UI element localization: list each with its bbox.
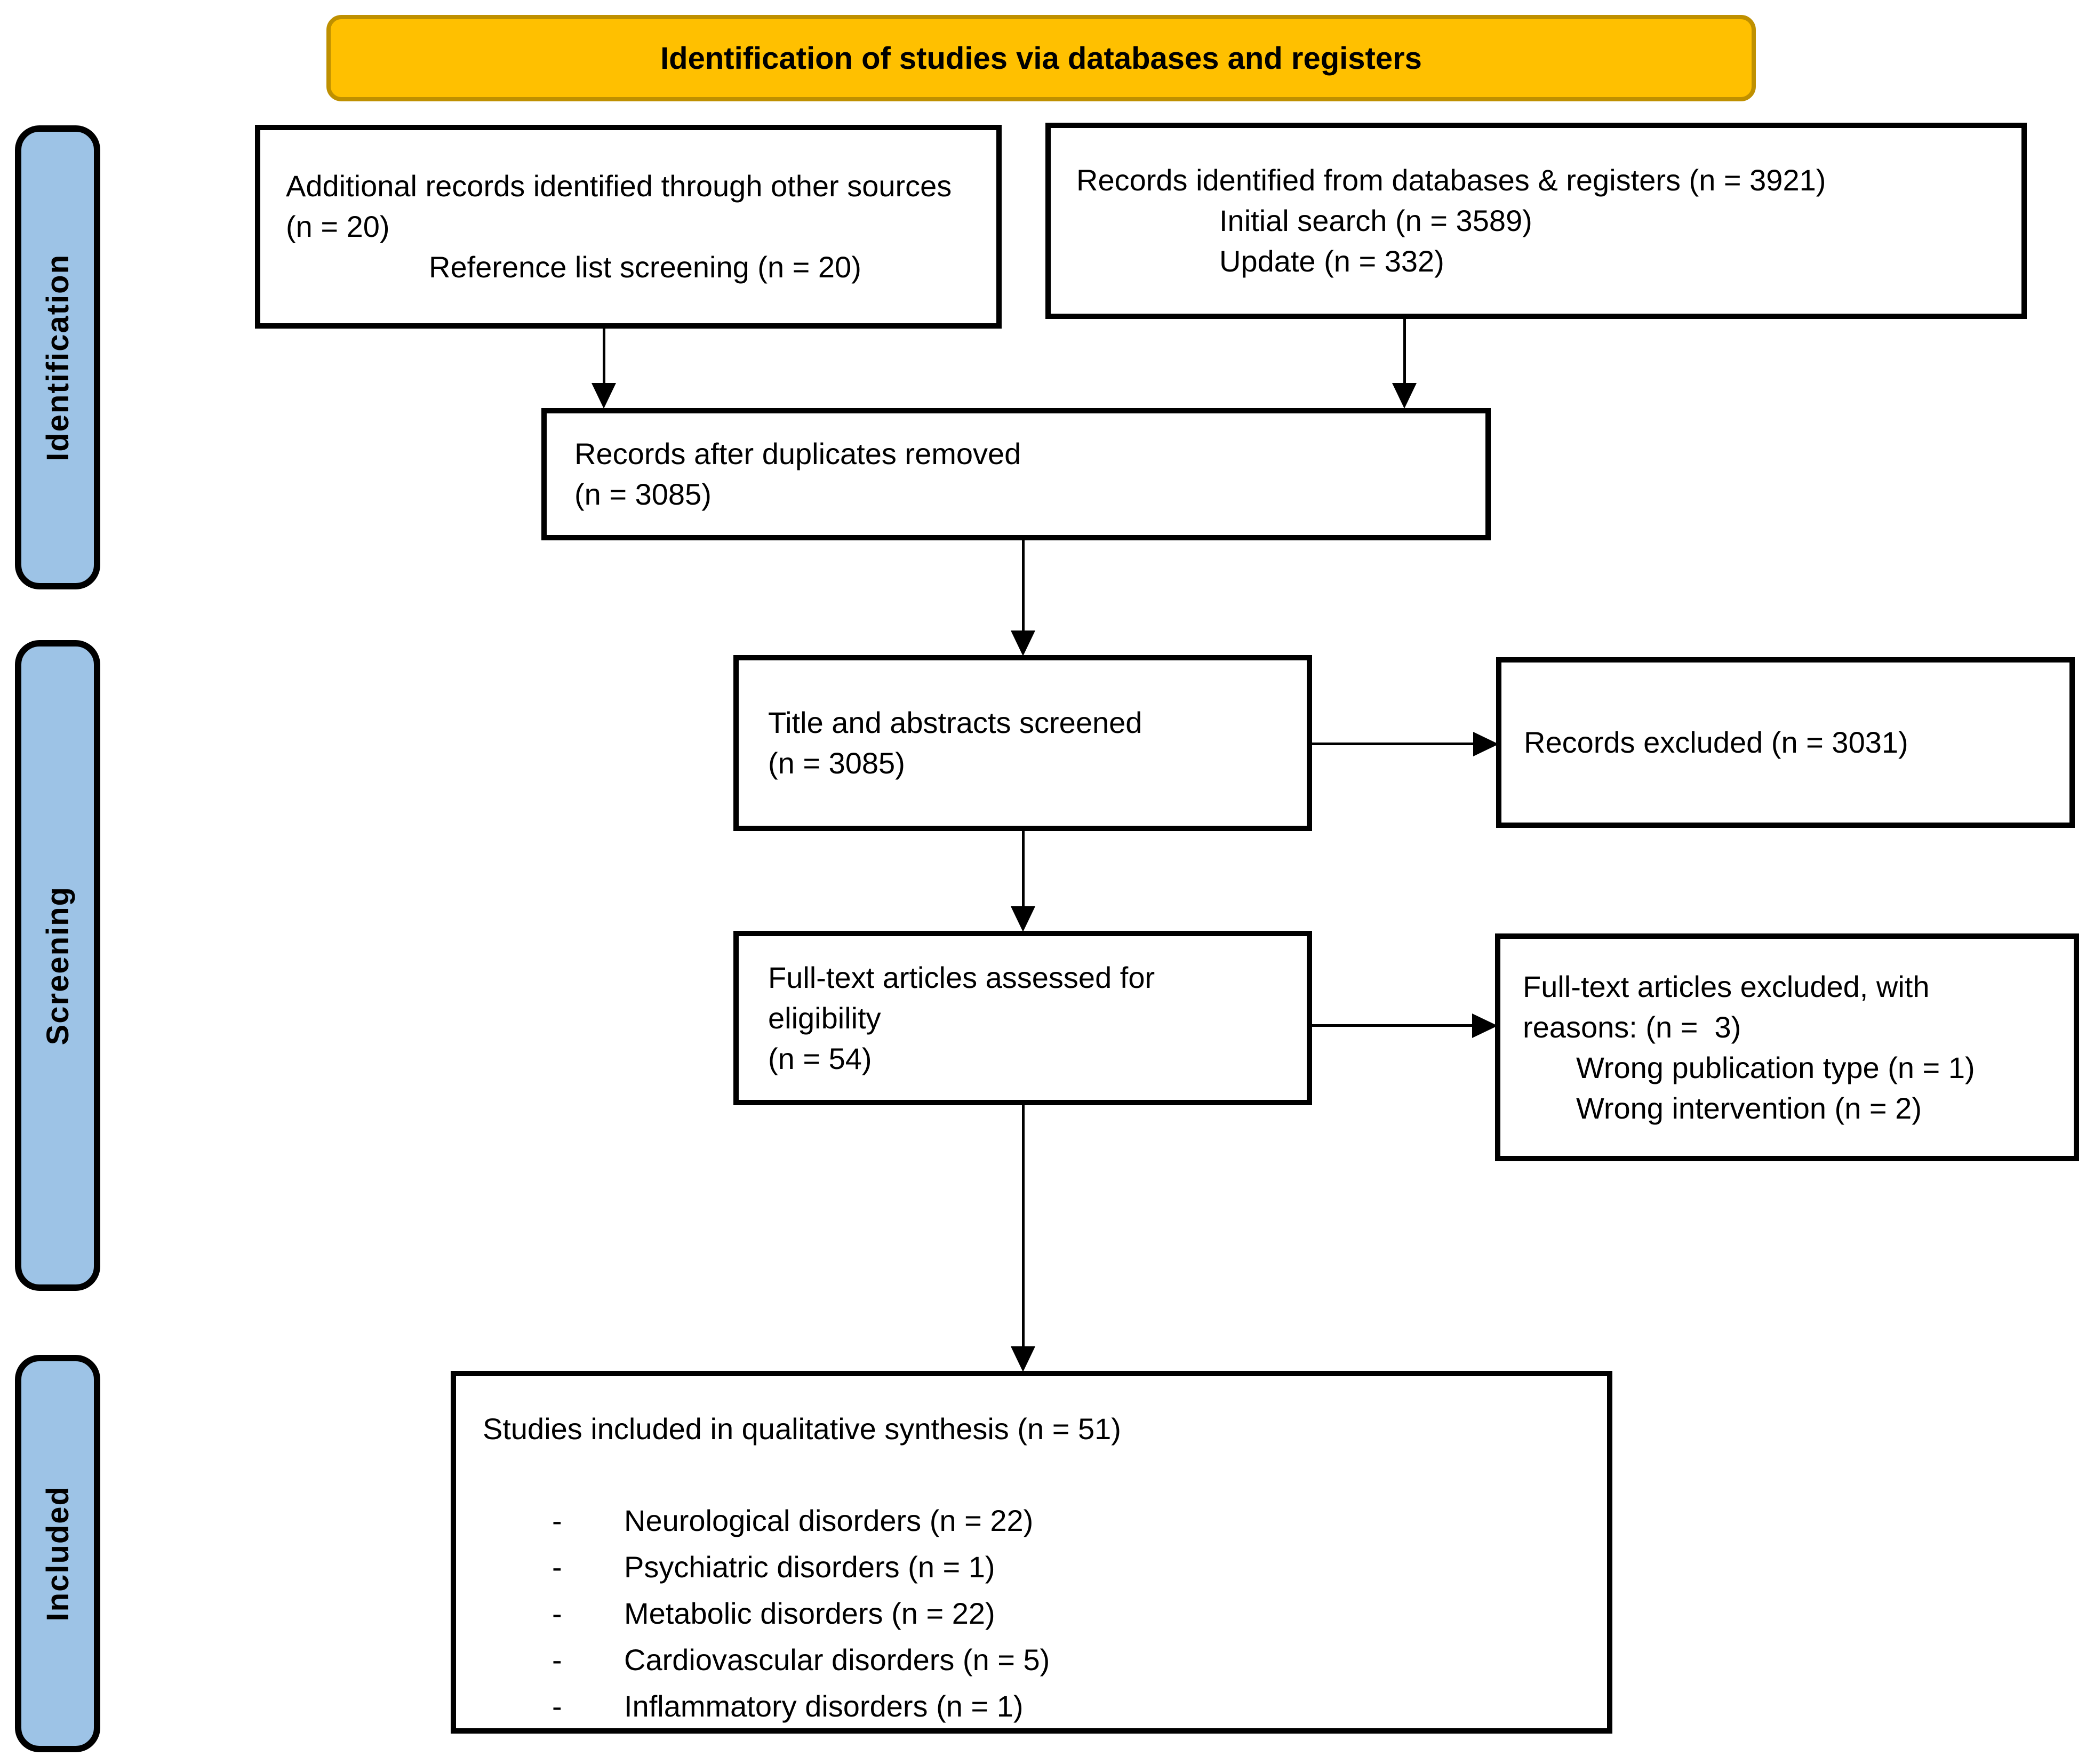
box-records-excluded: Records excluded (n = 3031)	[1496, 657, 2075, 828]
arrowhead-down-icon	[1392, 383, 1417, 409]
bullet-dash: -	[552, 1597, 562, 1630]
header-title: Identification of studies via databases …	[660, 41, 1422, 76]
box-duplicates-removed: Records after duplicates removed (n = 30…	[541, 408, 1491, 540]
box-text-line: (n = 3085)	[768, 746, 905, 780]
stage-bar-included: Included	[15, 1355, 100, 1752]
arrowhead-down-icon	[1011, 906, 1035, 932]
box-text-line: (n = 54)	[768, 1041, 872, 1075]
arrowhead-right-icon	[1472, 1013, 1498, 1038]
box-text-line: Records after duplicates removed	[574, 437, 1021, 470]
list-item: - Metabolic disorders (n = 22)	[483, 1590, 1575, 1637]
arrowhead-down-icon	[1011, 630, 1035, 656]
box-title-abstract-screened: Title and abstracts screened (n = 3085)	[733, 655, 1312, 831]
box-studies-included: Studies included in qualitative synthesi…	[451, 1371, 1612, 1734]
box-text-line: (n = 3085)	[574, 477, 712, 511]
box-text-line: eligibility	[768, 1001, 881, 1035]
arrowhead-down-icon	[1011, 1346, 1035, 1372]
box-records-identified: Records identified from databases & regi…	[1045, 123, 2027, 319]
box-text-line: reasons: (n = 3)	[1523, 1010, 1741, 1044]
box-text-line: Update (n = 332)	[1219, 244, 1444, 278]
stage-bar-screening: Screening	[15, 640, 100, 1291]
box-fulltext-excluded: Full-text articles excluded, with reason…	[1495, 933, 2079, 1161]
box-text-line: Full-text articles assessed for	[768, 960, 1155, 994]
box-fulltext-assessed: Full-text articles assessed for eligibil…	[733, 931, 1312, 1105]
arrowhead-right-icon	[1473, 732, 1499, 756]
box-text-line: Title and abstracts screened	[768, 706, 1142, 739]
arrowhead-down-icon	[592, 383, 616, 409]
box-text-line: Initial search (n = 3589)	[1219, 204, 1532, 237]
arrow-line	[1403, 319, 1406, 383]
bullet-dash: -	[552, 1643, 562, 1677]
list-item-label: Neurological disorders (n = 22)	[624, 1504, 1034, 1537]
list-item-label: Metabolic disorders (n = 22)	[624, 1597, 995, 1630]
arrow-line	[603, 328, 605, 383]
list-item: - Psychiatric disorders (n = 1)	[483, 1544, 1575, 1590]
box-text-line: Reference list screening (n = 20)	[429, 250, 861, 284]
box-text-line: Wrong publication type (n = 1)	[1576, 1050, 1975, 1084]
list-item: - Neurological disorders (n = 22)	[483, 1497, 1575, 1544]
box-text-line: Records identified from databases & regi…	[1076, 163, 1826, 197]
included-title: Studies included in qualitative synthesi…	[483, 1412, 1121, 1446]
list-item-label: Inflammatory disorders (n = 1)	[624, 1689, 1024, 1723]
arrow-line	[1312, 1024, 1472, 1027]
box-text-line: Additional records identified through ot…	[286, 169, 952, 203]
box-text-line: Wrong intervention (n = 2)	[1576, 1091, 1922, 1125]
arrow-line	[1022, 831, 1025, 906]
arrow-line	[1022, 540, 1025, 630]
list-item: - Inflammatory disorders (n = 1)	[483, 1683, 1575, 1729]
list-item: - Cardiovascular disorders (n = 5)	[483, 1637, 1575, 1683]
box-text-line: (n = 20)	[286, 210, 390, 243]
box-text-line: Records excluded (n = 3031)	[1524, 725, 1908, 759]
box-other-sources: Additional records identified through ot…	[255, 125, 1002, 329]
stage-label-identification: Identification	[40, 253, 75, 461]
included-list: - Neurological disorders (n = 22) - Psyc…	[483, 1497, 1575, 1729]
header-banner: Identification of studies via databases …	[326, 15, 1756, 101]
arrow-line	[1022, 1105, 1025, 1346]
arrow-line	[1312, 743, 1473, 745]
stage-bar-identification: Identification	[15, 125, 100, 589]
list-item-label: Cardiovascular disorders (n = 5)	[624, 1643, 1050, 1677]
bullet-dash: -	[552, 1504, 562, 1537]
stage-label-screening: Screening	[40, 885, 75, 1045]
bullet-dash: -	[552, 1689, 562, 1723]
list-item-label: Psychiatric disorders (n = 1)	[624, 1550, 995, 1584]
bullet-dash: -	[552, 1550, 562, 1584]
stage-label-included: Included	[40, 1486, 75, 1622]
box-text-line: Full-text articles excluded, with	[1523, 969, 1930, 1003]
